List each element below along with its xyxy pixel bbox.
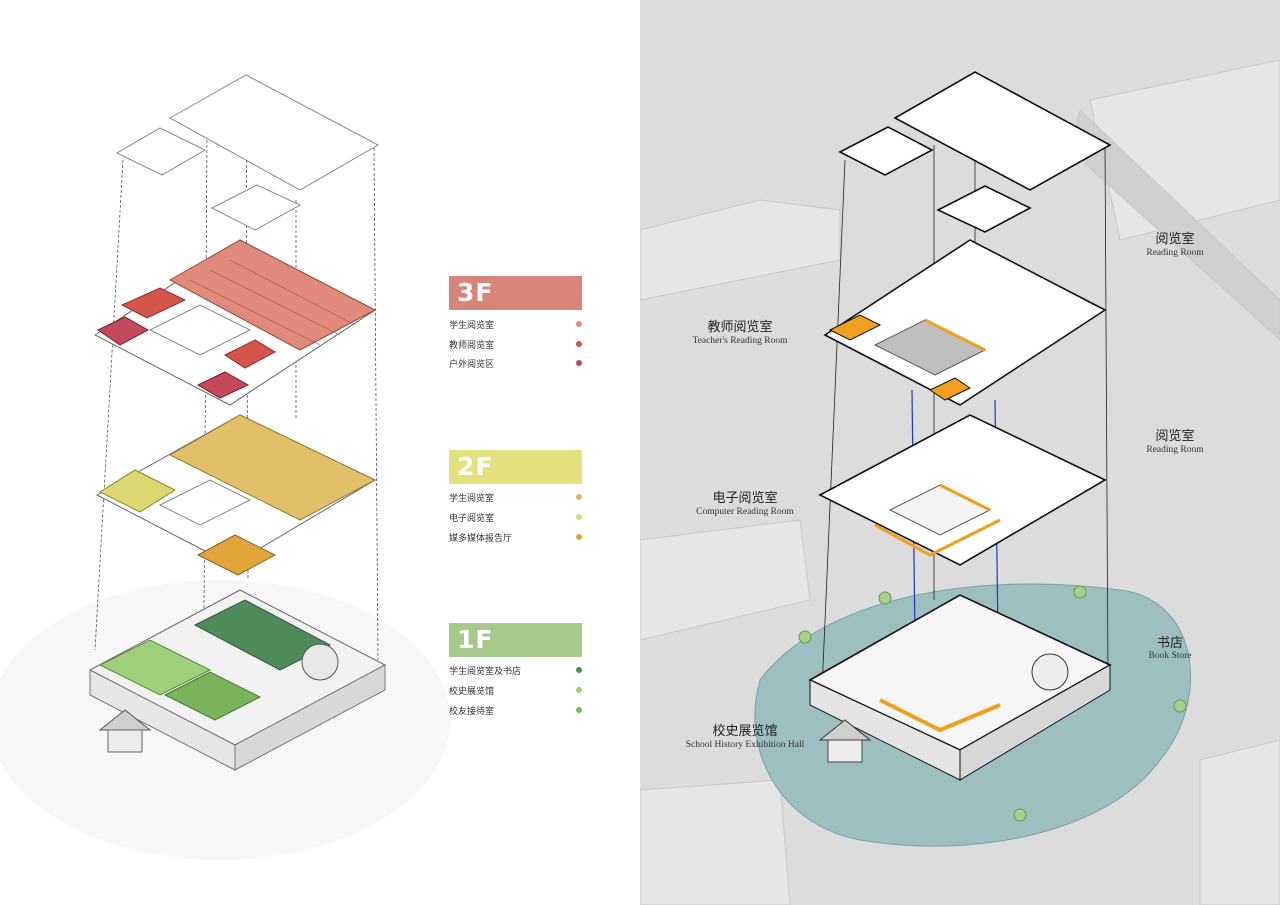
legend-3f-item-1-label: 学生阅览室 [449, 321, 495, 331]
legend-1f-item-3: 校友接待室 [449, 702, 589, 718]
site-context [640, 59, 1280, 905]
floor-3-slab [94, 239, 377, 406]
legend-1f-item-2-dot [576, 687, 582, 693]
legend-2f-item-3: 媒多媒体报告厅 [449, 529, 589, 545]
legend-2f-item-1: 学生阅览室 [449, 489, 589, 505]
floor-3-badge: 3F [449, 276, 582, 310]
left-axonometric-panel: 3F 学生阅览室 教师阅览室 户外阅览区 2F 学生阅览室 电子阅览室 媒多媒体… [88, 74, 589, 771]
legend-2f-item-2-label: 电子阅览室 [449, 514, 495, 524]
right-exploded-diagram [640, 59, 1280, 905]
floor-1-badge-bg [449, 623, 582, 657]
label-book-store-en: Book Store [1148, 651, 1192, 661]
legend-2f-item-2: 电子阅览室 [449, 509, 589, 525]
label-computer-reading-room-cn: 电子阅览室 [712, 491, 778, 506]
legend-3f-item-2-dot [576, 341, 582, 347]
left-exploded-diagram [88, 74, 387, 771]
roof-layer-right [838, 71, 1112, 233]
floor-2-badge-text: 2F [457, 452, 494, 481]
pavilion-drawing-right [818, 719, 872, 763]
label-reading-room-2f-cn: 阅览室 [1155, 429, 1195, 444]
legend-1f-item-2: 校史展览馆 [449, 682, 589, 698]
floor-3-badge-text: 3F [457, 278, 494, 307]
legend-1f-item-3-dot [576, 707, 582, 713]
floor-3-badge-bg [449, 276, 582, 310]
label-school-history-hall-en: School History Exhibition Hall [685, 740, 805, 750]
legend-3f-item-3-label: 户外阅览区 [449, 360, 495, 370]
floor-2-slab-right [818, 414, 1107, 566]
label-teacher-reading-room-en: Teacher's Reading Room [692, 336, 788, 346]
floor-1-badge: 1F [449, 623, 582, 657]
right-axonometric-panel: 阅览室 Reading Room 教师阅览室 Teacher's Reading… [640, 0, 1280, 905]
legend-3f-item-1: 学生阅览室 [449, 316, 589, 332]
label-teacher-reading-room-cn: 教师阅览室 [707, 320, 773, 335]
roof-layer [115, 74, 380, 231]
label-school-history-hall-cn: 校史展览馆 [712, 724, 778, 739]
floor-1-slab-right [808, 594, 1112, 781]
legend-3f-item-2: 教师阅览室 [449, 336, 589, 352]
label-reading-room-3f-en: Reading Room [1146, 248, 1204, 258]
legend-2f-item-3-dot [576, 534, 582, 540]
legend-2f-item-2-dot [576, 514, 582, 520]
legend-3f-item-1-dot [576, 321, 582, 327]
legend-3f-item-3: 户外阅览区 [449, 355, 589, 371]
label-reading-room-3f-cn: 阅览室 [1155, 232, 1195, 247]
trees [798, 585, 1187, 822]
floor-2-badge-bg [449, 450, 582, 484]
pavilion-drawing [98, 709, 152, 753]
label-book-store-cn: 书店 [1156, 636, 1183, 651]
legend-2f-item-1-label: 学生阅览室 [449, 494, 495, 504]
floor-2-badge: 2F [449, 450, 582, 484]
legend-1f-item-1: 学生阅览室及书店 [449, 662, 589, 678]
legend-3f-item-2-label: 教师阅览室 [449, 341, 495, 351]
floor-1-badge-text: 1F [457, 625, 494, 654]
legend-1f-item-2-label: 校史展览馆 [449, 687, 495, 697]
floor-1-slab [88, 589, 387, 771]
label-computer-reading-room-en: Computer Reading Room [696, 507, 794, 517]
legend-1f-item-1-label: 学生阅览室及书店 [449, 667, 522, 677]
legend-2f-item-3-label: 媒多媒体报告厅 [449, 534, 513, 544]
legend-1f-item-1-dot [576, 667, 582, 673]
floor-2-slab [95, 414, 377, 576]
legend-2f-item-1-dot [576, 494, 582, 500]
legend-3f-item-3-dot [576, 360, 582, 366]
floor-3-slab-right [823, 239, 1107, 406]
label-reading-room-2f-en: Reading Room [1146, 445, 1204, 455]
legend-1f-item-3-label: 校友接待室 [449, 707, 495, 717]
